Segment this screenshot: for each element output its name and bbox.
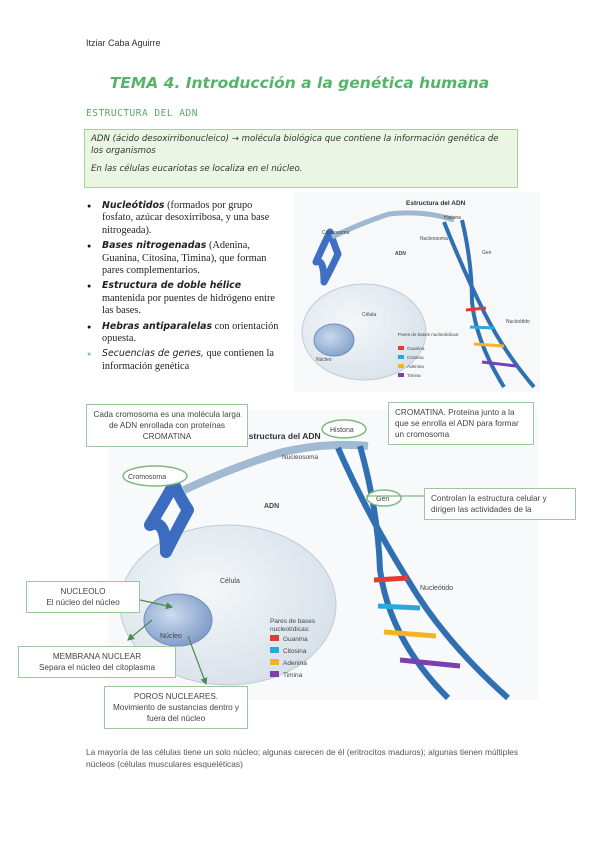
note-gen: Controlan la estructura celular y dirige… <box>424 488 576 520</box>
bullet-text: que contienen la información genética <box>102 348 274 372</box>
base-pair <box>473 342 505 348</box>
label-nucleotido: Nucleótido <box>506 319 530 325</box>
note-title: NUCLEOLO <box>60 587 106 596</box>
dna-figure-small: Estructura del ADN Cromosoma Histona Nuc… <box>294 192 540 392</box>
label-celula: Célula <box>220 578 240 585</box>
base-pair <box>481 360 517 368</box>
label-histona: Histona <box>444 215 461 221</box>
legend-title: Pares de bases nucleotídicas: <box>398 332 459 337</box>
legend-swatch-timina <box>270 671 279 677</box>
chromosome-shape <box>312 228 342 286</box>
base-pair <box>377 603 421 611</box>
label-adn: ADN <box>395 251 406 257</box>
label-nucleo: Núcleo <box>316 357 332 363</box>
label-cromosoma: Cromosoma <box>322 230 349 236</box>
legend-label: Guanina <box>407 346 425 351</box>
note-text: Movimiento de sustancias dentro y fuera … <box>112 703 240 723</box>
author-name: Itziar Caba Aguirre <box>86 38 161 48</box>
figure-title: Estructura del ADN <box>243 431 321 441</box>
definition-line: En las células eucariotas se localiza en… <box>91 164 303 174</box>
bullet-text: con orientación opuesta. <box>102 320 279 345</box>
definition-box: ADN (ácido desoxirribonucleico) → molécu… <box>84 129 518 188</box>
chromosome-shape <box>144 478 194 558</box>
list-item: Secuencias de genes, que contienen la in… <box>86 348 286 373</box>
label-nucleosoma: Nucleosoma <box>282 454 319 461</box>
nucleus-shape <box>313 323 355 357</box>
dna-strand <box>442 221 536 389</box>
legend-label: Adenina <box>407 364 424 369</box>
note-text: El núcleo del núcleo <box>46 598 120 607</box>
legend-title: Pares de bases <box>270 618 316 625</box>
section-heading: ESTRUCTURA DEL ADN <box>86 108 198 119</box>
bullet-text: mantenida por puentes de hidrógeno entre… <box>102 292 275 317</box>
bullet-text: (formados por grupo fosfato, azúcar deso… <box>102 200 270 236</box>
note-title: POROS NUCLEARES. <box>133 692 219 701</box>
note-text: CROMATINA. Proteína junto a la que se en… <box>395 408 519 439</box>
base-pair <box>469 325 495 330</box>
definition-line: ADN (ácido desoxirribonucleico) → molécu… <box>91 134 499 156</box>
legend-label: Guanina <box>283 636 308 643</box>
highlight-circle <box>122 465 188 487</box>
highlight-circle <box>366 489 402 507</box>
base-pair <box>465 306 487 312</box>
note-nucleolo: NUCLEOLO El núcleo del núcleo <box>26 581 140 613</box>
label-nucleosoma: Nucleosoma <box>420 236 448 242</box>
legend-label: Adenina <box>283 660 307 667</box>
base-pair <box>399 657 461 669</box>
legend-label: Timina <box>283 672 303 679</box>
bullet-term: Nucleótidos <box>102 200 165 211</box>
legend-swatch-citosina <box>270 647 279 653</box>
note-poros: POROS NUCLEARES. Movimiento de sustancia… <box>104 686 248 729</box>
list-item: Estructura de doble hélice mantenida por… <box>86 280 286 317</box>
note-cromosoma: Cada cromosoma es una molécula larga de … <box>86 404 248 447</box>
label-nucleo: Núcleo <box>160 633 182 640</box>
note-text: Controlan la estructura celular y dirige… <box>431 494 547 514</box>
legend-swatch-timina <box>398 373 404 377</box>
figure-title: Estructura del ADN <box>406 200 466 207</box>
chromatin-fiber <box>182 440 369 494</box>
bullet-term: Estructura de doble hélice <box>102 280 242 292</box>
legend-label: Timina <box>407 373 421 378</box>
base-pair <box>383 629 437 639</box>
note-cromatina: CROMATINA. Proteína junto a la que se en… <box>388 402 534 445</box>
page-title: TEMA 4. Introducción a la genética human… <box>109 74 490 92</box>
list-item: Nucleótidos (formados por grupo fosfato,… <box>86 200 286 237</box>
legend-swatch-adenina <box>398 364 404 368</box>
label-gen: Gen <box>482 250 492 256</box>
note-text: Separa el núcleo del citoplasma <box>38 663 156 672</box>
footer-paragraph: La mayoría de las células tiene un solo … <box>86 747 519 769</box>
label-histona: Histona <box>330 427 354 434</box>
list-item: Bases nitrogenadas (Adenina, Guanina, Ci… <box>86 240 286 277</box>
bullet-term: Secuencias de genes, <box>102 348 204 360</box>
note-text: Cada cromosoma es una molécula larga de … <box>93 410 241 441</box>
base-pair <box>373 575 409 583</box>
list-item: Hebras antiparalelas con orientación opu… <box>86 321 286 346</box>
highlight-circle <box>321 419 367 439</box>
label-cromosoma: Cromosoma <box>128 474 166 481</box>
legend-label: Citosina <box>407 355 424 360</box>
chromatin-fiber <box>330 210 455 240</box>
legend-swatch-guanina <box>270 635 279 641</box>
note-title: MEMBRANA NUCLEAR <box>52 652 142 661</box>
label-celula: Célula <box>362 312 376 318</box>
dna-strand <box>460 219 506 389</box>
legend-swatch-guanina <box>398 346 404 350</box>
legend-label: Citosina <box>283 648 307 655</box>
bullet-text: (Adenina, Guanina, Citosina, Timina), qu… <box>102 240 267 277</box>
legend-title: nucleotídicas: <box>270 626 310 633</box>
note-membrana: MEMBRANA NUCLEAR Separa el núcleo del ci… <box>18 646 176 678</box>
bullet-term: Hebras antiparalelas <box>102 320 213 332</box>
label-adn: ADN <box>264 503 279 510</box>
label-gen: Gen <box>376 496 389 503</box>
legend-swatch-citosina <box>398 355 404 359</box>
legend-swatch-adenina <box>270 659 279 665</box>
label-nucleotido: Nucleótido <box>420 585 453 592</box>
bullet-list: Nucleótidos (formados por grupo fosfato,… <box>86 200 286 376</box>
bullet-term: Bases nitrogenadas <box>102 240 207 252</box>
